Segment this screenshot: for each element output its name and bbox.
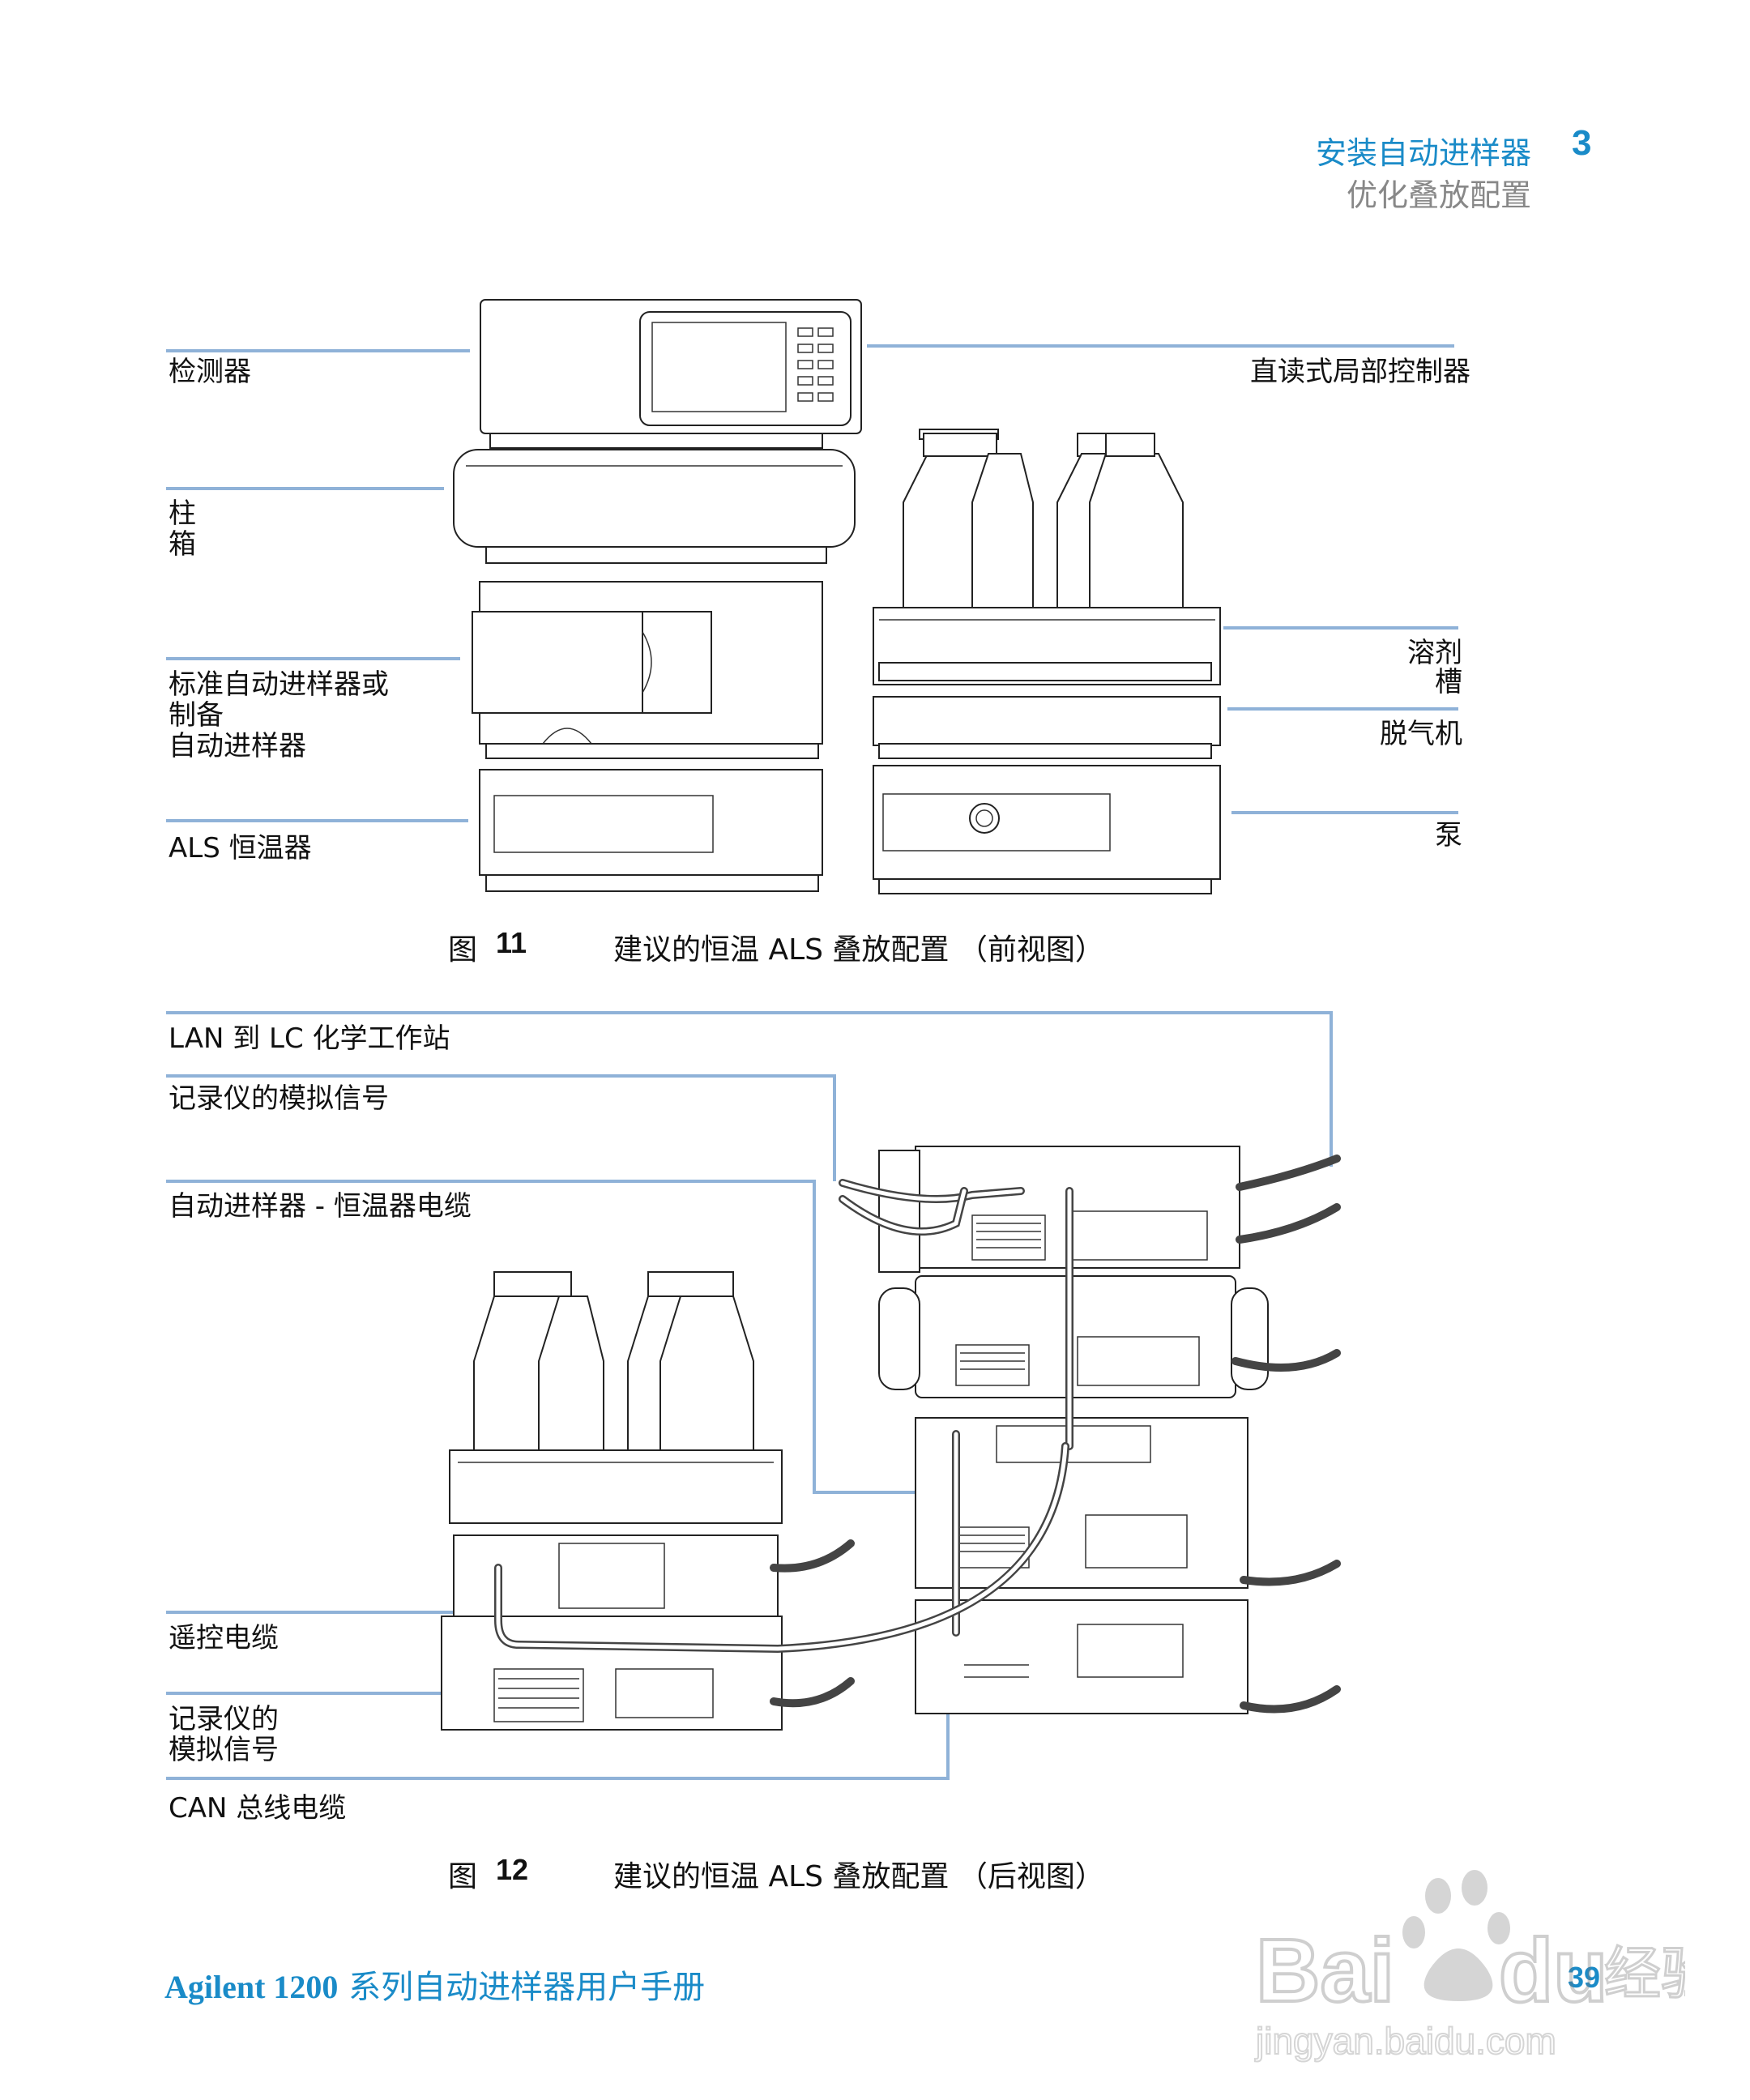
label-lan: LAN 到 LC 化学工作站 [169, 1022, 450, 1055]
detector-module [480, 299, 862, 449]
figure-12-caption-text: 建议的恒温 ALS 叠放配置 （后视图） [613, 1860, 1104, 1893]
svg-text:du: du [1499, 1921, 1607, 2021]
autosampler-module [472, 581, 823, 759]
subsection-title: 优化叠放配置 [1346, 177, 1531, 213]
rear-thermostat-module [915, 1599, 1248, 1714]
label-detector: 检测器 [169, 356, 251, 388]
figure-12-drawing [166, 1011, 1341, 1780]
label-sampler-1: 标准自动进样器或 [169, 668, 389, 701]
rear-cables [494, 1155, 1341, 1714]
rear-pump [441, 1616, 783, 1731]
figure-11-caption-prefix: 图 [448, 933, 478, 967]
column-compartment-module [453, 449, 856, 564]
svg-text:经验: 经验 [1604, 1940, 1685, 2007]
rear-autosampler-module [915, 1417, 1248, 1589]
figure-11-drawing [166, 299, 1458, 894]
rear-solvent-cabinet [449, 1449, 783, 1524]
baidu-watermark-logo: Bai du 经验 jingyan.baidu.com [1253, 1870, 1685, 2063]
label-thermostat: ALS 恒温器 [169, 832, 312, 864]
section-title: 安装自动进样器 [1315, 135, 1531, 171]
label-sampler-2: 制备 [169, 699, 224, 732]
label-degasser: 脱气机 [1380, 718, 1462, 750]
label-remote-cable: 遥控电缆 [169, 1622, 279, 1654]
page-number: 39 [1568, 1961, 1601, 1994]
label-column-1: 柱 [169, 497, 196, 530]
label-analog-signal-1: 记录仪的模拟信号 [169, 1082, 389, 1115]
label-solvent-1: 溶剂 [1407, 637, 1462, 669]
rear-solvent-bottles [473, 1271, 754, 1451]
figure-11-caption-number: 11 [496, 926, 527, 959]
solvent-cabinet-module [873, 607, 1221, 685]
svg-text:jingyan.baidu.com: jingyan.baidu.com [1254, 2020, 1556, 2062]
solvent-bottles [903, 429, 1184, 608]
label-solvent-2: 槽 [1435, 666, 1462, 698]
figure-12-caption-prefix: 图 [448, 1860, 478, 1893]
chapter-number: 3 [1572, 123, 1592, 163]
label-pump: 泵 [1435, 819, 1462, 852]
thermostat-module [479, 769, 823, 892]
label-analog-signal-2a: 记录仪的 [169, 1703, 279, 1735]
footer-brand: Agilent 1200 [164, 1969, 339, 2005]
figure-12-caption-number: 12 [496, 1853, 529, 1886]
footer-manual-title: Agilent 1200 系列自动进样器用户手册 [164, 1961, 705, 2008]
label-can-bus: CAN 总线电缆 [169, 1792, 347, 1825]
figure-11-caption-text: 建议的恒温 ALS 叠放配置 （前视图） [613, 933, 1104, 967]
figure-11-leaders [166, 344, 1458, 822]
label-analog-signal-2b: 模拟信号 [169, 1734, 279, 1766]
label-sampler-3: 自动进样器 [169, 730, 306, 762]
footer-title: 系列自动进样器用户手册 [338, 1969, 706, 2006]
pump-module [873, 765, 1221, 894]
label-als-thermostat-cable: 自动进样器 - 恒温器电缆 [169, 1190, 472, 1223]
degasser-module [873, 696, 1221, 759]
svg-text:Bai: Bai [1256, 1921, 1394, 2021]
label-controller: 直读式局部控制器 [1250, 356, 1470, 388]
label-column-2: 箱 [169, 528, 196, 561]
rear-detector-module [878, 1146, 1240, 1273]
